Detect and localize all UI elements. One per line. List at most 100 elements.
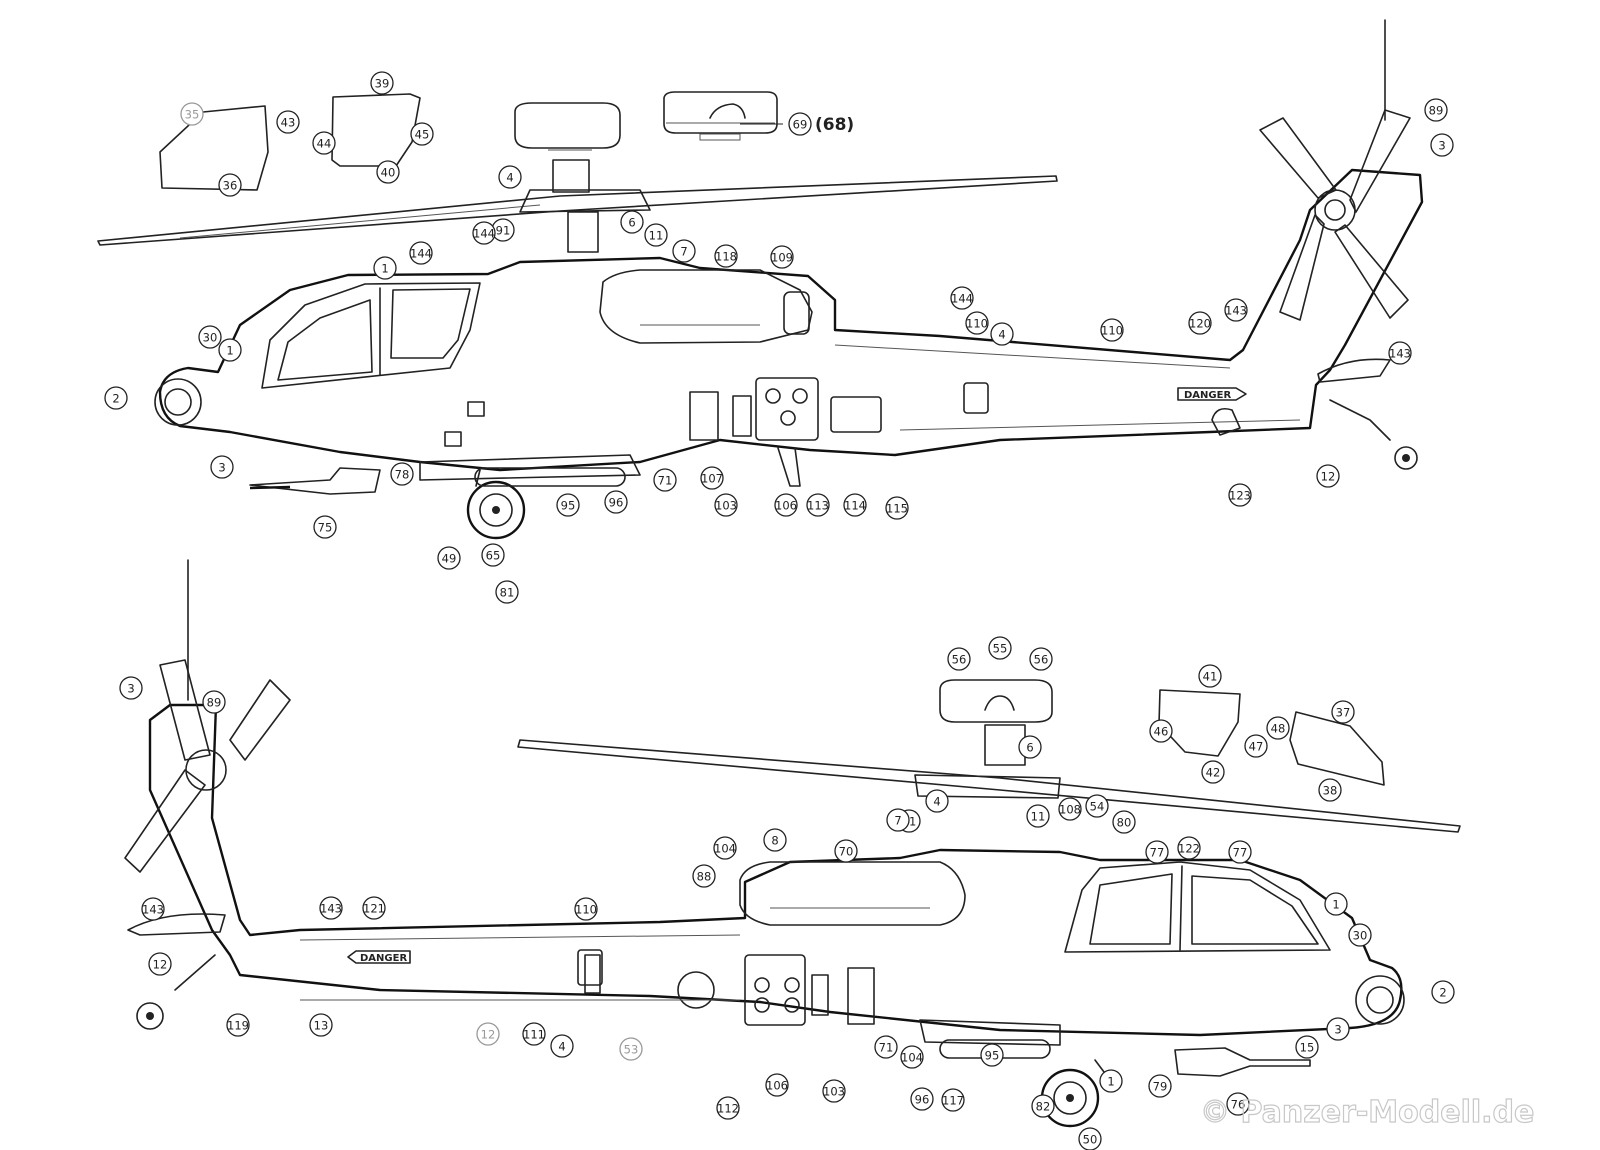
top-callout-113: 113 — [806, 493, 830, 517]
svg-text:1: 1 — [1107, 1075, 1114, 1089]
top-callout-3: 3 — [1430, 133, 1454, 157]
top-callout-96: 96 — [604, 490, 628, 514]
svg-text:111: 111 — [523, 1028, 545, 1042]
top-callout-95: 95 — [556, 493, 580, 517]
top-callout-106: 106 — [774, 493, 798, 517]
watermark-text: © Panzer-Modell.de — [1200, 1095, 1534, 1130]
svg-text:110: 110 — [1101, 324, 1123, 338]
svg-text:41: 41 — [1203, 670, 1218, 684]
danger-label-bottom: DANGER — [360, 953, 407, 964]
bottom-callout-12: 12 — [476, 1022, 500, 1046]
bottom-callout-38: 38 — [1318, 778, 1342, 802]
svg-text:1: 1 — [226, 344, 233, 358]
bottom-callout-70: 70 — [834, 839, 858, 863]
bottom-callout-3: 3 — [119, 676, 143, 700]
svg-text:78: 78 — [395, 468, 410, 482]
top-callout-1: 1 — [373, 256, 397, 280]
danger-arrow-bottom — [347, 950, 411, 964]
svg-text:4: 4 — [933, 795, 940, 809]
canopy-panel-left-outline — [159, 105, 269, 191]
svg-text:121: 121 — [363, 902, 385, 916]
main-rotor-blade-bottom — [517, 739, 1461, 833]
svg-text:1: 1 — [381, 262, 388, 276]
bottom-callout-46: 46 — [1149, 719, 1173, 743]
svg-text:122: 122 — [1178, 842, 1200, 856]
svg-text:48: 48 — [1271, 722, 1286, 736]
svg-text:6: 6 — [1026, 741, 1033, 755]
svg-text:70: 70 — [839, 845, 854, 859]
svg-text:79: 79 — [1153, 1080, 1168, 1094]
bottom-callout-117: 117 — [941, 1088, 965, 1112]
svg-text:37: 37 — [1336, 706, 1351, 720]
mast-radar-dome — [514, 102, 621, 149]
bottom-callout-41: 41 — [1198, 664, 1222, 688]
engine-nacelle — [599, 269, 813, 344]
svg-text:4: 4 — [558, 1040, 565, 1054]
bottom-callout-56: 56 — [1029, 647, 1053, 671]
svg-text:123: 123 — [1229, 489, 1251, 503]
danger-label-top: DANGER — [1184, 390, 1231, 401]
top-callout-4: 4 — [498, 165, 522, 189]
svg-text:77: 77 — [1150, 846, 1165, 860]
svg-text:15: 15 — [1300, 1041, 1315, 1055]
bottom-callout-71: 71 — [874, 1035, 898, 1059]
svg-text:71: 71 — [879, 1041, 894, 1055]
cockpit-canopy-bottom — [1064, 861, 1331, 953]
svg-text:95: 95 — [561, 499, 576, 513]
bottom-callout-88: 88 — [692, 864, 716, 888]
bottom-callout-143: 143 — [319, 896, 343, 920]
bottom-callout-110: 110 — [574, 897, 598, 921]
svg-text:143: 143 — [1225, 304, 1247, 318]
svg-text:11: 11 — [649, 229, 664, 243]
svg-text:47: 47 — [1249, 740, 1264, 754]
svg-text:54: 54 — [1090, 800, 1105, 814]
svg-text:112: 112 — [717, 1102, 739, 1116]
svg-text:30: 30 — [203, 331, 218, 345]
tail-wheel — [1394, 446, 1418, 470]
top-callout-11: 11 — [644, 223, 668, 247]
svg-text:30: 30 — [1353, 929, 1368, 943]
top-callout-89: 89 — [1424, 98, 1448, 122]
svg-text:45: 45 — [415, 128, 430, 142]
danger-arrow-top — [1177, 387, 1247, 401]
top-callout-4: 4 — [990, 322, 1014, 346]
svg-text:12: 12 — [1321, 470, 1336, 484]
bottom-callout-1: 1 — [1099, 1069, 1123, 1093]
svg-text:118: 118 — [715, 250, 737, 264]
svg-text:53: 53 — [624, 1043, 639, 1057]
bottom-callout-30: 30 — [1348, 923, 1372, 947]
svg-text:7: 7 — [894, 814, 901, 828]
svg-text:12: 12 — [481, 1028, 496, 1042]
svg-text:35: 35 — [185, 108, 200, 122]
bottom-callout-76: 76 — [1226, 1092, 1250, 1116]
svg-text:11: 11 — [1031, 810, 1046, 824]
svg-text:143: 143 — [142, 903, 164, 917]
bottom-callout-79: 79 — [1148, 1074, 1172, 1098]
bottom-callout-143: 143 — [141, 897, 165, 921]
svg-text:106: 106 — [766, 1079, 788, 1093]
svg-text:103: 103 — [823, 1085, 845, 1099]
bottom-callout-112: 112 — [716, 1096, 740, 1120]
top-callout-65: 65 — [481, 543, 505, 567]
bottom-callout-50: 50 — [1078, 1127, 1102, 1150]
bottom-callout-95: 95 — [980, 1043, 1004, 1067]
svg-text:2: 2 — [112, 392, 119, 406]
bottom-callout-55: 55 — [988, 636, 1012, 660]
bottom-callout-77: 77 — [1145, 840, 1169, 864]
bottom-callout-111: 111 — [522, 1022, 546, 1046]
svg-text:71: 71 — [658, 474, 673, 488]
top-callout-7: 7 — [672, 239, 696, 263]
svg-text:3: 3 — [127, 682, 134, 696]
top-callout-143: 143 — [1224, 298, 1248, 322]
svg-text:50: 50 — [1083, 1133, 1098, 1147]
top-callout-91: 91 — [491, 218, 515, 242]
svg-text:56: 56 — [952, 653, 967, 667]
svg-text:80: 80 — [1117, 816, 1132, 830]
bottom-callout-103: 103 — [822, 1079, 846, 1103]
top-callout-39: 39 — [370, 71, 394, 95]
svg-text:3: 3 — [1334, 1023, 1341, 1037]
bottom-helicopter-profile: DANGER — [124, 559, 1461, 1128]
bottom-callout-106: 106 — [765, 1073, 789, 1097]
svg-text:46: 46 — [1154, 725, 1169, 739]
svg-text:144: 144 — [410, 247, 432, 261]
